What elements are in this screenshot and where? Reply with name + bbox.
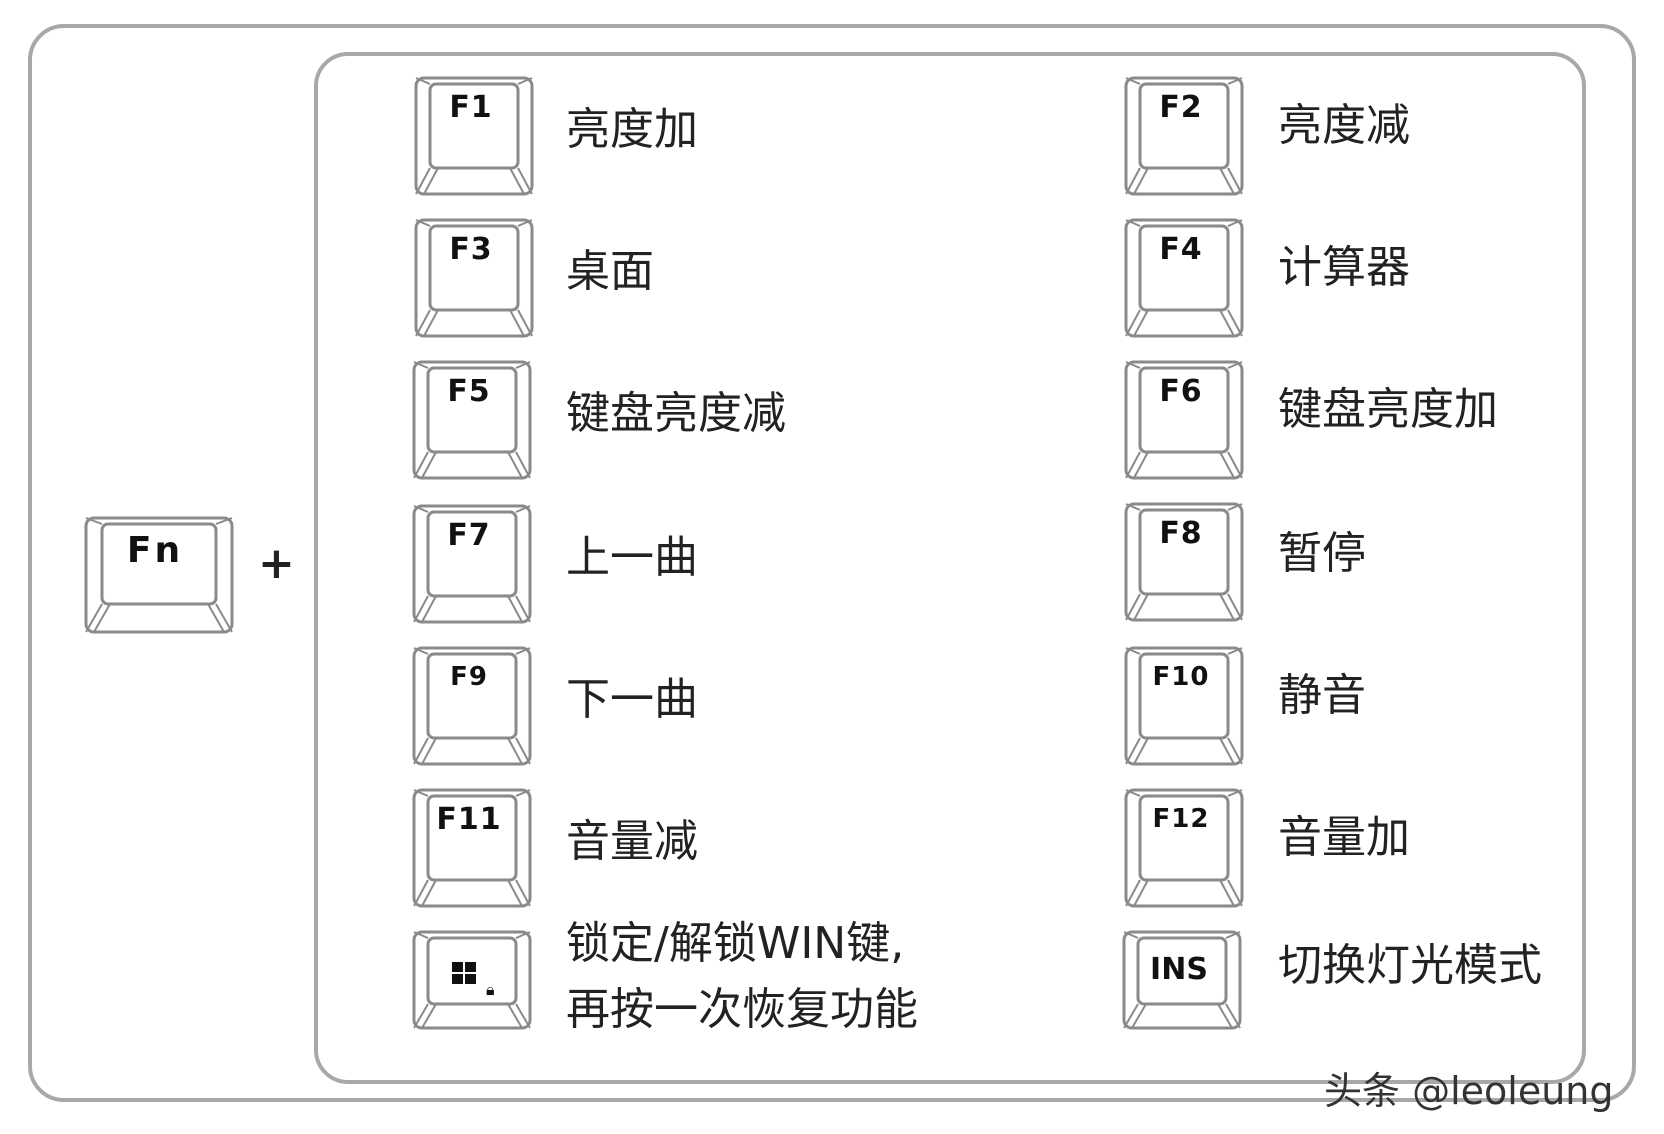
keycap-outline <box>1124 218 1244 338</box>
action-label: 切换灯光模式 <box>1278 940 1542 991</box>
key-label: F7 <box>447 518 491 553</box>
key-label: F1 <box>449 90 493 125</box>
key-label: F12 <box>1152 804 1210 834</box>
action-label: 桌面 <box>566 246 654 297</box>
fn-keycap-outline <box>84 516 234 634</box>
outer-frame <box>28 24 1636 1102</box>
action-label: 静音 <box>1278 670 1366 721</box>
keycap-outline <box>412 504 532 624</box>
windows-icon <box>452 962 482 990</box>
lock-icon: 🔒︎ <box>486 980 495 999</box>
key-f5: F5 <box>412 360 532 480</box>
keycap-outline <box>1124 76 1244 196</box>
keycap-outline <box>1124 646 1244 766</box>
key-f2: F2 <box>1124 76 1244 196</box>
key-f1: F1 <box>414 76 534 196</box>
key-f8: F8 <box>1124 502 1244 622</box>
action-label: 计算器 <box>1278 242 1410 293</box>
keycap-outline <box>414 76 534 196</box>
action-label: 亮度减 <box>1278 100 1410 151</box>
keycap-outline <box>1124 502 1244 622</box>
action-label: 键盘亮度减 <box>566 388 786 439</box>
keycap-outline <box>1122 930 1242 1030</box>
key-label: F5 <box>447 374 491 409</box>
key-label: F6 <box>1159 374 1203 409</box>
key-label: F4 <box>1159 232 1203 267</box>
action-label: 键盘亮度加 <box>1278 384 1498 435</box>
key-f7: F7 <box>412 504 532 624</box>
key-label: F9 <box>450 662 488 692</box>
plus-sign: + <box>258 538 295 589</box>
key-label: F2 <box>1159 90 1203 125</box>
keycap-outline <box>1124 360 1244 480</box>
key-win-lock: 🔒︎ <box>412 930 532 1030</box>
keycap-outline <box>412 360 532 480</box>
key-ins: INS <box>1122 930 1242 1030</box>
keycap-outline <box>414 218 534 338</box>
key-f3: F3 <box>414 218 534 338</box>
key-label: INS <box>1150 952 1208 987</box>
key-label: F3 <box>449 232 493 267</box>
key-label: F8 <box>1159 516 1203 551</box>
key-f10: F10 <box>1124 646 1244 766</box>
action-label-line2: 再按一次恢复功能 <box>566 984 918 1035</box>
key-f9: F9 <box>412 646 532 766</box>
keycap-outline <box>1124 788 1244 908</box>
key-f11: F11 <box>412 788 532 908</box>
key-f4: F4 <box>1124 218 1244 338</box>
key-f12: F12 <box>1124 788 1244 908</box>
fn-key: Fn <box>84 516 234 634</box>
key-label: F10 <box>1152 662 1210 692</box>
key-label: F11 <box>436 802 502 837</box>
action-label: 下一曲 <box>566 674 698 725</box>
keycap-outline <box>412 788 532 908</box>
action-label: 上一曲 <box>566 532 698 583</box>
action-label-line1: 锁定/解锁WIN键, <box>566 918 905 969</box>
keycap-outline <box>412 646 532 766</box>
fn-key-label: Fn <box>126 530 184 571</box>
function-key-panel <box>314 52 1586 1084</box>
action-label: 暂停 <box>1278 528 1366 579</box>
action-label: 亮度加 <box>566 104 698 155</box>
key-f6: F6 <box>1124 360 1244 480</box>
watermark: 头条 @leoleung <box>1324 1069 1614 1113</box>
action-label: 音量减 <box>566 816 698 867</box>
action-label: 音量加 <box>1278 812 1410 863</box>
